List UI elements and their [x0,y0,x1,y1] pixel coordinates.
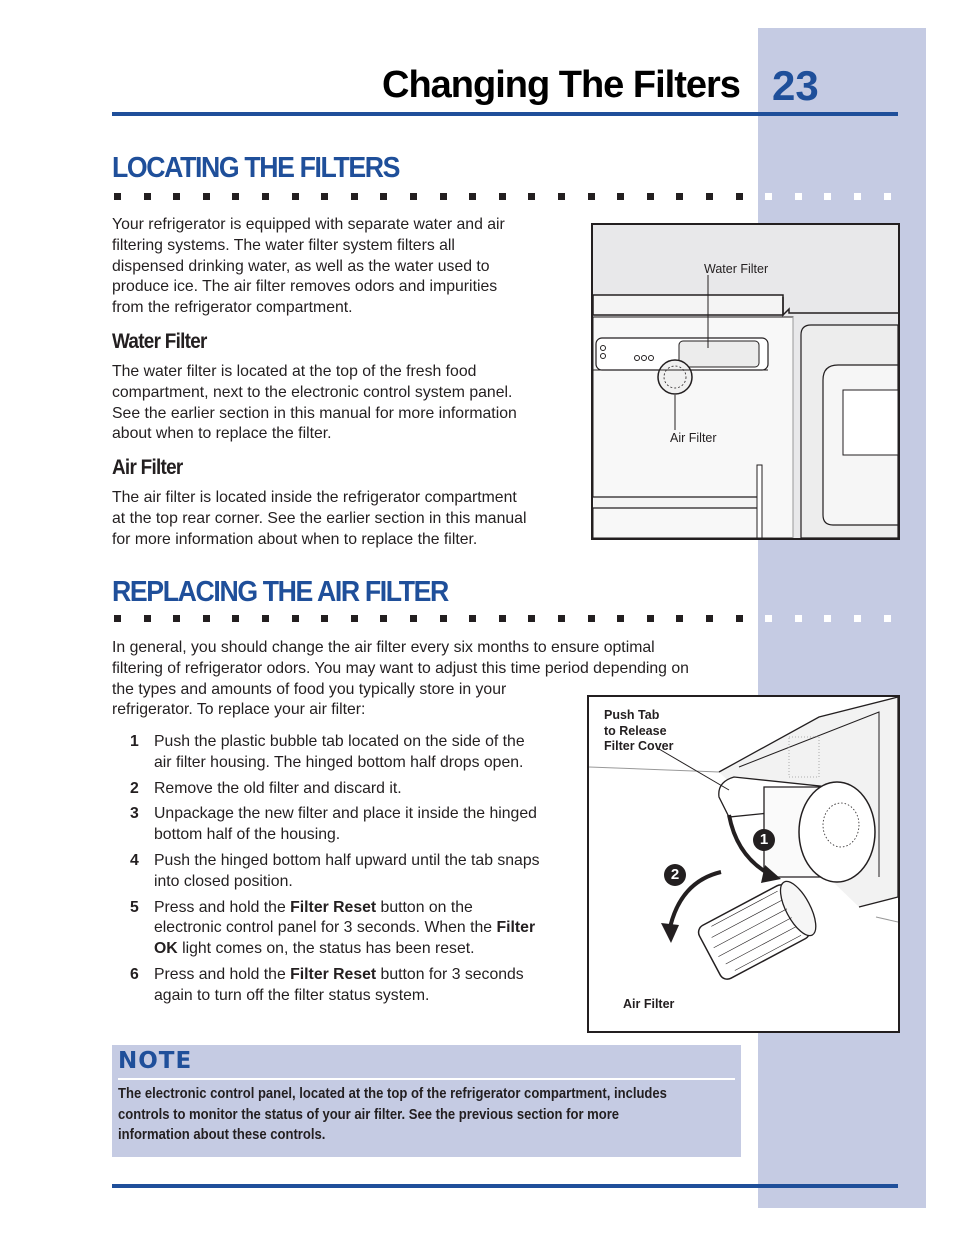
divider-dot [587,615,595,622]
water-filter-callout: Water Filter [704,262,769,276]
divider-dot [202,615,210,622]
divider-dot [587,193,595,200]
step-number: 4 [130,851,139,869]
air-filter-callout: Air Filter [670,431,717,445]
step-item: 4 Push the hinged bottom half upward unt… [130,851,580,893]
divider-dot [854,615,861,622]
step-2-callout-badge: 2 [664,864,686,886]
divider-dot [321,615,329,622]
divider-dot [173,193,181,200]
step-number: 2 [130,779,139,797]
step-number: 6 [130,965,139,983]
divider-dot [706,193,713,200]
section-heading-locating: LOCATING THE FILTERS [112,152,400,184]
divider-dot [114,193,121,200]
footer-rule [112,1184,898,1188]
divider-dot [262,193,269,200]
step-number: 3 [130,805,139,823]
divider-dot [410,193,417,200]
divider-dot [232,193,240,200]
divider-dot [143,193,151,200]
divider-dot [469,615,477,622]
divider-dot [232,615,240,622]
divider-dot [321,193,329,200]
divider-dot [617,615,625,622]
air-filter-label: Air Filter [623,997,675,1011]
divider-dot [410,615,417,622]
note-title: NOTE [118,1048,193,1074]
divider-dot [646,615,654,622]
divider-dot [765,193,773,200]
divider-dot [173,615,181,622]
note-divider [118,1078,735,1080]
step-item: 3 Unpackage the new filter and place it … [130,804,580,846]
divider-dot [291,615,299,622]
page-title: Changing The Filters [382,64,741,106]
divider-dot [498,193,506,200]
divider-dot [528,193,536,200]
divider-dot [380,193,388,200]
divider-dot [558,193,565,200]
step-1-callout-badge: 1 [753,829,775,851]
replacing-intro: In general, you should change the air fi… [112,639,689,719]
divider-dot [528,615,536,622]
divider-dot [350,615,358,622]
divider-dot [824,193,832,200]
divider-dot [735,615,743,622]
divider-dot [291,193,299,200]
air-filter-text: The air filter is located inside the ref… [112,489,527,548]
step-number: 1 [130,733,139,750]
step-item: 5 Press and hold the Filter Reset button… [130,898,580,960]
divider-dot [143,615,151,622]
divider-dot [794,193,802,200]
step-item: 1 Push the plastic bubble tab located on… [130,732,580,774]
divider-dot [646,193,654,200]
water-filter-text: The water filter is located at the top o… [112,363,517,443]
divider-dot [794,615,802,622]
divider-dot [735,193,743,200]
note-box: NOTE The electronic control panel, locat… [112,1045,741,1157]
water-filter-heading: Water Filter [112,330,207,353]
dotted-divider [114,193,900,200]
section-heading-replacing: REPLACING THE AIR FILTER [112,576,449,608]
divider-dot [883,193,891,200]
air-filter-heading: Air Filter [112,456,183,479]
replacement-steps-list: 1 Push the plastic bubble tab located on… [130,732,580,1012]
refrigerator-interior-drawing [593,225,898,538]
divider-dot [558,615,565,622]
divider-dot [262,615,269,622]
divider-dot [202,193,210,200]
step-number: 5 [130,898,139,916]
page-number: 23 [772,62,819,109]
locating-intro: Your refrigerator is equipped with separ… [112,216,505,317]
title-rule [112,112,898,116]
divider-dot [765,615,773,622]
divider-dot [439,615,447,622]
divider-dot [676,615,684,622]
divider-dot [114,615,121,622]
divider-dot [498,615,506,622]
filter-housing-drawing [589,697,898,980]
divider-dot [676,193,684,200]
note-text: The electronic control panel, located at… [118,1086,667,1143]
divider-dot [617,193,625,200]
divider-dot [439,193,447,200]
dotted-divider [114,615,900,622]
divider-dot [854,193,861,200]
divider-dot [380,615,388,622]
divider-dot [350,193,358,200]
step-item: 2 Remove the old filter and discard it. [130,779,580,800]
filter-location-illustration: Water Filter Air Filter [591,223,900,540]
divider-dot [469,193,477,200]
divider-dot [706,615,713,622]
divider-dot [824,615,832,622]
divider-dot [883,615,891,622]
step-item: 6 Press and hold the Filter Reset button… [130,965,580,1007]
